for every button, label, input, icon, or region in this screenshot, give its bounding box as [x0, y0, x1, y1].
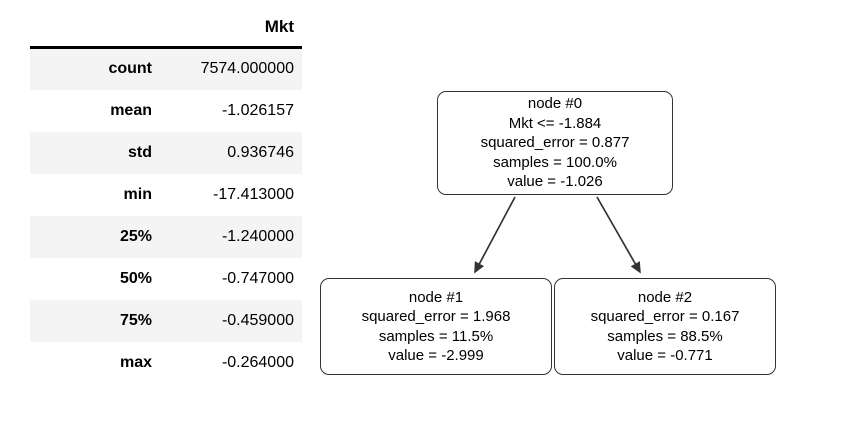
node-0-value: value = -1.026	[507, 173, 603, 191]
row-label-std: std	[128, 143, 152, 161]
row-label-max: max	[119, 353, 152, 371]
table-row: std 0.936746	[30, 131, 302, 174]
tree-node-0[interactable]: node #0 Mkt <= -1.884 squared_error = 0.…	[437, 91, 673, 195]
node-1-criterion: squared_error = 1.968	[361, 308, 511, 325]
table-row: mean -1.026157	[30, 90, 302, 132]
row-value-std: 0.936746	[227, 143, 294, 161]
row-value-75pct: -0.459000	[221, 311, 294, 329]
column-header-mkt: Mkt	[166, 8, 302, 49]
table-row: 25% -1.240000	[30, 215, 302, 258]
node-1-title: node #1	[408, 288, 464, 306]
row-value-mean: -1.026157	[221, 101, 294, 119]
edge-node0-to-node2	[596, 196, 641, 274]
row-label-mean: mean	[110, 101, 152, 119]
node-0-condition: Mkt <= -1.884	[508, 114, 602, 132]
table-row: 50% -0.747000	[30, 258, 302, 300]
tree-node-2[interactable]: node #2 squared_error = 0.167 samples = …	[554, 278, 776, 375]
row-value-min: -17.413000	[213, 185, 294, 203]
node-0-criterion: squared_error = 0.877	[480, 134, 630, 152]
table-row: count 7574.000000	[30, 47, 302, 90]
table-row: min -17.413000	[30, 174, 302, 216]
table-row: 75% -0.459000	[30, 299, 302, 342]
row-label-min: min	[123, 185, 152, 203]
row-value-max: -0.264000	[221, 353, 294, 371]
row-label-75pct: 75%	[119, 311, 152, 329]
tree-node-1[interactable]: node #1 squared_error = 1.968 samples = …	[320, 278, 552, 375]
node-1-samples: samples = 11.5%	[378, 327, 494, 345]
row-value-count: 7574.000000	[200, 60, 294, 78]
node-0-samples: samples = 100.0%	[493, 153, 617, 171]
decision-tree-diagram: node #0 Mkt <= -1.884 squared_error = 0.…	[300, 80, 800, 390]
table-header: Mkt	[30, 8, 302, 49]
row-label-25pct: 25%	[119, 227, 152, 245]
node-2-criterion: squared_error = 0.167	[590, 308, 740, 325]
node-2-value: value = -0.771	[617, 347, 713, 364]
edge-node0-to-node1	[474, 196, 516, 274]
row-label-50pct: 50%	[119, 269, 152, 287]
table-corner-cell	[30, 8, 166, 49]
tree-edges	[474, 196, 641, 274]
table-body: count 7574.000000 mean -1.026157 std 0.9…	[30, 47, 302, 384]
node-2-samples: samples = 88.5%	[607, 327, 723, 345]
node-1-value: value = -2.999	[388, 347, 484, 364]
row-label-count: count	[108, 60, 152, 78]
describe-table: Mkt count 7574.000000 mean -1.026157 std…	[30, 8, 302, 384]
table-header-row: Mkt	[30, 8, 302, 49]
row-value-50pct: -0.747000	[221, 269, 294, 287]
row-value-25pct: -1.240000	[221, 227, 294, 245]
node-0-title: node #0	[527, 95, 583, 113]
table-row: max -0.264000	[30, 342, 302, 384]
node-2-title: node #2	[637, 288, 693, 306]
